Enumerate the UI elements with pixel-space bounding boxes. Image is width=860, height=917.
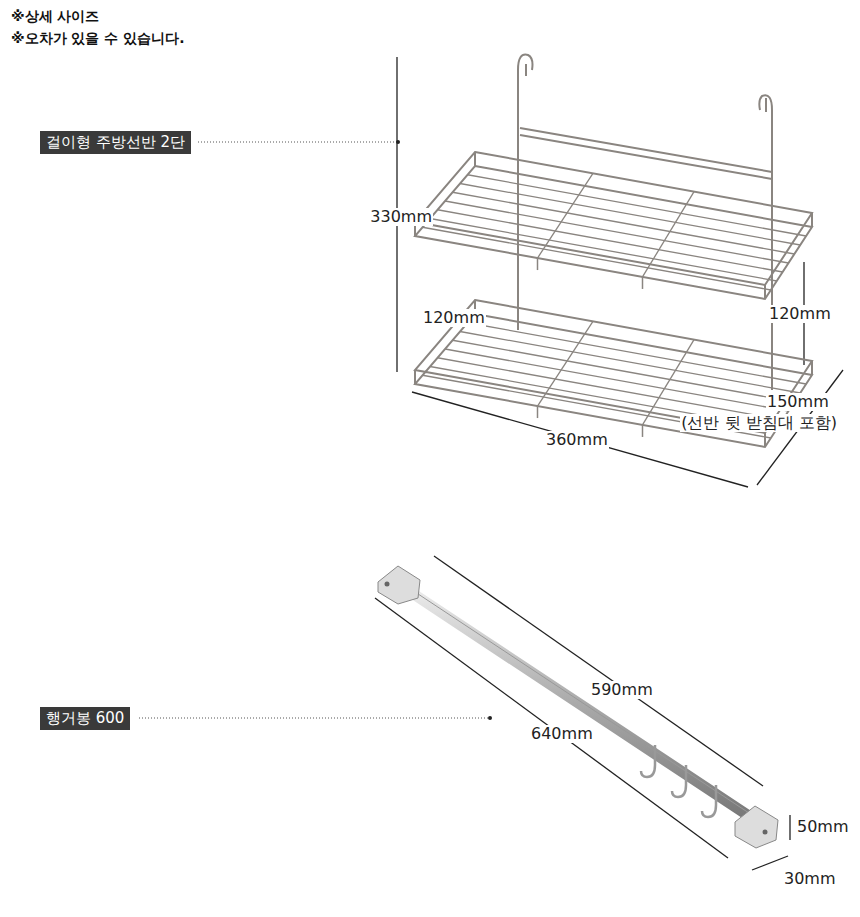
dimension-label: 360mm bbox=[545, 431, 609, 449]
dimension-label: 30mm bbox=[783, 870, 837, 888]
dimension-label: 120mm bbox=[422, 309, 486, 327]
note-text: ※상세 사이즈 bbox=[10, 8, 100, 24]
note-text: ※오차가 있을 수 있습니다. bbox=[10, 30, 186, 46]
dimension-label: 150mm bbox=[766, 393, 830, 411]
leader-dot bbox=[488, 716, 492, 720]
label-box: 걸이형 주방선반 2단 bbox=[40, 131, 191, 154]
shelf-illustration bbox=[415, 55, 812, 447]
dimension-label: 50mm bbox=[796, 818, 850, 836]
hanger-rod-illustration bbox=[378, 566, 778, 848]
dimension-label: 640mm bbox=[530, 725, 594, 743]
label-text: 행거봉 600 bbox=[46, 709, 124, 727]
dimension-label: 330mm bbox=[369, 208, 433, 226]
dimension-label: 120mm bbox=[768, 305, 832, 323]
dimension-label: 590mm bbox=[590, 681, 654, 699]
label-text: 걸이형 주방선반 2단 bbox=[46, 133, 185, 151]
label-box: 행거봉 600 bbox=[40, 707, 130, 730]
leader-lines bbox=[139, 142, 488, 718]
dimension-lines bbox=[375, 57, 843, 870]
dimension-label: (선반 뒷 받침대 포함) bbox=[680, 414, 838, 432]
